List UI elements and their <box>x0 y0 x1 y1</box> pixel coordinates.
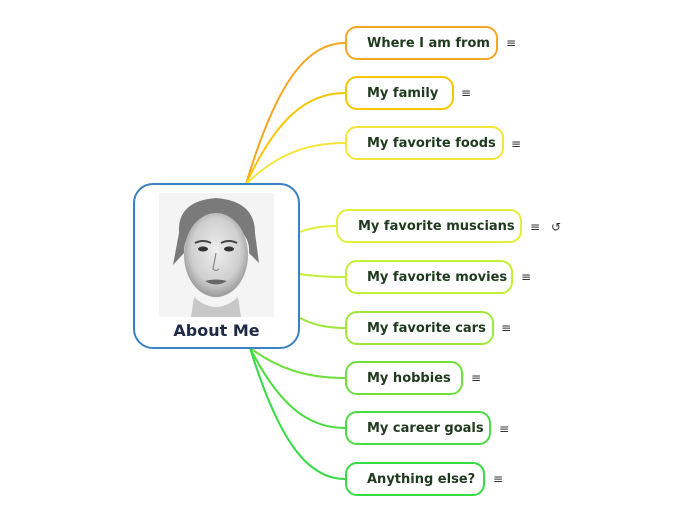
refresh-icon[interactable]: ↺ <box>551 220 562 234</box>
notes-icon[interactable]: ≡ <box>521 270 532 284</box>
topic-label: My favorite foods <box>367 135 496 151</box>
connector-line <box>299 273 346 278</box>
central-node[interactable]: About Me <box>133 183 300 349</box>
topic-label: My career goals <box>367 420 484 436</box>
topic-node[interactable]: My favorite movies <box>345 260 513 294</box>
topic-node[interactable]: Anything else? <box>345 462 485 496</box>
notes-icon[interactable]: ≡ <box>471 371 482 385</box>
connector-line <box>249 347 346 480</box>
topic-node[interactable]: My favorite foods <box>345 126 504 160</box>
topic-label: Anything else? <box>367 471 476 487</box>
topic-node[interactable]: My hobbies <box>345 361 463 395</box>
topic-label: My favorite muscians <box>358 218 515 234</box>
connector-line <box>299 225 337 233</box>
notes-icon[interactable]: ≡ <box>461 86 472 100</box>
notes-icon[interactable]: ≡ <box>499 422 510 436</box>
connector-line <box>299 317 346 329</box>
connector-line <box>249 347 346 429</box>
topic-label: My favorite cars <box>367 320 486 336</box>
topic-label: My family <box>367 85 439 101</box>
topic-label: My hobbies <box>367 370 451 386</box>
topic-node[interactable]: My career goals <box>345 411 491 445</box>
topic-node[interactable]: My favorite muscians <box>336 209 522 243</box>
connector-line <box>249 347 346 379</box>
topic-label: Where I am from <box>367 35 490 51</box>
topic-node[interactable]: My favorite cars <box>345 311 494 345</box>
notes-icon[interactable]: ≡ <box>493 472 504 486</box>
portrait-image <box>159 193 274 317</box>
connector-line <box>245 142 346 185</box>
central-label: About Me <box>173 321 260 340</box>
topic-node[interactable]: My family <box>345 76 454 110</box>
notes-icon[interactable]: ≡ <box>530 220 541 234</box>
notes-icon[interactable]: ≡ <box>506 36 517 50</box>
topic-node[interactable]: Where I am from <box>345 26 498 60</box>
notes-icon[interactable]: ≡ <box>501 321 512 335</box>
connector-line <box>245 92 346 185</box>
topic-label: My favorite movies <box>367 269 508 285</box>
connector-line <box>245 42 346 185</box>
notes-icon[interactable]: ≡ <box>511 137 522 151</box>
